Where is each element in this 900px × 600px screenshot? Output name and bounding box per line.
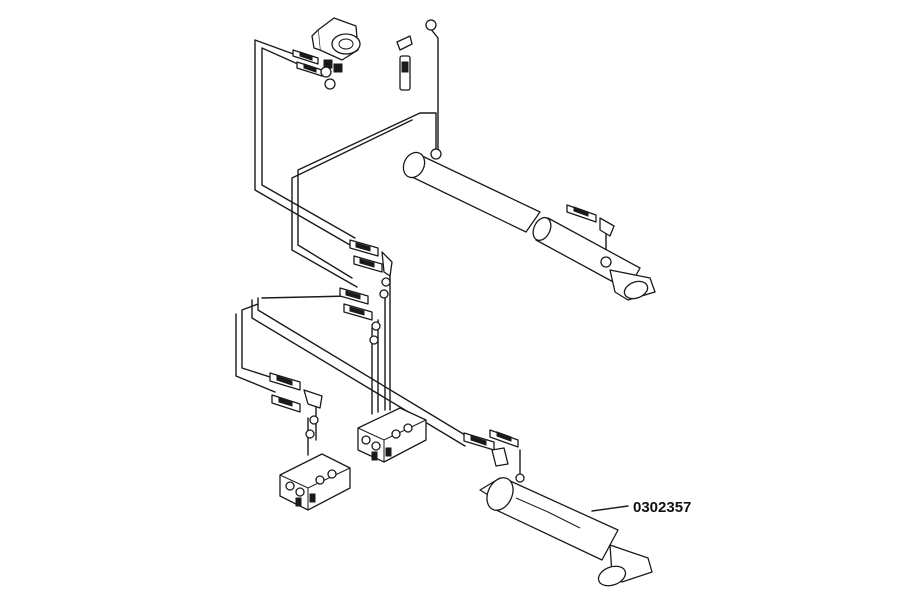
fitting-right-upper: [566, 204, 615, 237]
fittings-top-left: [292, 49, 336, 90]
fittings-lower-right: [463, 429, 525, 483]
part-callout: 0302357: [591, 499, 691, 516]
part-number-label: 0302357: [633, 499, 691, 516]
fittings-middle: [339, 239, 393, 345]
top-motor: [311, 17, 361, 73]
fittings-top-center: [396, 19, 437, 91]
control-valve-middle: [357, 407, 427, 463]
control-valve-left: [279, 453, 351, 511]
fittings-left: [269, 372, 323, 439]
hose-lines: [235, 27, 607, 479]
lower-cylinder: [479, 477, 653, 587]
upper-cylinder: [402, 148, 656, 301]
leader-line: [591, 505, 629, 512]
